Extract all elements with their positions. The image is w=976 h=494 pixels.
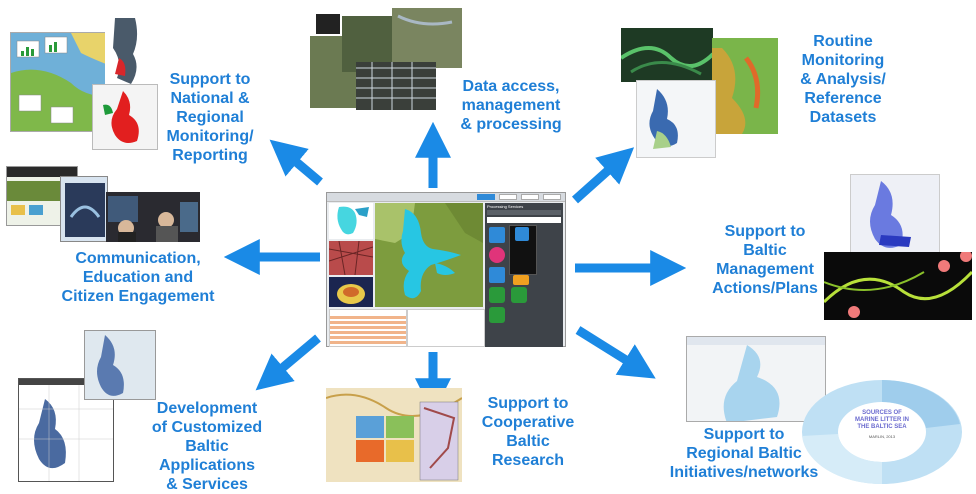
- label-data: Data access, management & processing: [460, 78, 562, 133]
- hub-icon-calculator[interactable]: [489, 227, 505, 243]
- arrow-to-development: [255, 334, 321, 391]
- regional-map-baltic: [686, 336, 826, 422]
- hub-icon-bus-pink[interactable]: [489, 247, 505, 263]
- hub-thumb-sphere[interactable]: [329, 277, 373, 307]
- hub-thumb-map-2[interactable]: [328, 240, 374, 276]
- label-management: Support to Baltic Management Actions/Pla…: [712, 223, 818, 297]
- regional-litter-donut: SOURCES OF MARINE LITTER IN THE BALTIC S…: [790, 376, 966, 488]
- regional-litter-title: SOURCES OF MARINE LITTER IN THE BALTIC S…: [855, 410, 909, 430]
- hub-thumb-map-1[interactable]: [329, 203, 373, 239]
- label-cooperative: Support to Cooperative Baltic Research: [481, 395, 575, 469]
- hub-icon-box[interactable]: [489, 267, 505, 283]
- hub-main-map[interactable]: [375, 203, 483, 307]
- arrow-to-routine: [572, 147, 635, 204]
- arrow-to-regional: [575, 326, 656, 379]
- hub-topbar-button[interactable]: [477, 194, 495, 200]
- national-map-red-regions: [105, 18, 160, 88]
- hub-data-table: [329, 309, 407, 347]
- hub-topbar: [327, 193, 565, 202]
- label-development: Development of Customized Baltic Applica…: [151, 400, 263, 493]
- label-national: Support to National & Regional Monitorin…: [166, 71, 254, 164]
- hub-panel-search[interactable]: [487, 217, 561, 223]
- hub-icon-bus-orange[interactable]: [513, 275, 529, 285]
- national-map-baltic-red: [92, 84, 158, 150]
- hub-processing-panel: Processing Services: [485, 203, 563, 347]
- comm-image-tv-studio: [106, 192, 200, 242]
- comm-image-tablet: [60, 176, 108, 242]
- hub-icon-bus-green-3[interactable]: [489, 307, 505, 323]
- hub-icon-signal[interactable]: [515, 227, 529, 241]
- research-map-collage: [326, 388, 462, 482]
- hub-panel-title: Processing Services: [487, 204, 524, 209]
- data-satellite-mosaic: [302, 8, 466, 112]
- hub-topbar-button[interactable]: [499, 194, 517, 200]
- management-map-blue: [850, 174, 940, 254]
- national-map-charts: [10, 32, 130, 132]
- hub-topbar-button[interactable]: [521, 194, 539, 200]
- hub-panel-tabs[interactable]: [487, 210, 561, 215]
- label-regional: Support to Regional Baltic Initiatives/n…: [669, 426, 819, 481]
- routine-image-baltic-grid: [636, 80, 716, 158]
- hub-icon-bus-green-2[interactable]: [511, 287, 527, 303]
- regional-litter-subtitle: MARLIN, 2013: [868, 434, 896, 439]
- routine-image-algae: [621, 28, 713, 82]
- arrow-to-national: [269, 139, 323, 186]
- label-routine: Routine Monitoring & Analysis/ Reference…: [800, 33, 886, 126]
- management-map-shipping: [824, 252, 972, 320]
- hub-portal-screenshot: Processing Services: [326, 192, 566, 347]
- hub-chart-area: [407, 309, 485, 347]
- label-communication: Communication, Education and Citizen Eng…: [61, 250, 215, 305]
- hub-icon-bus-green[interactable]: [489, 287, 505, 303]
- dev-map-overview: [84, 330, 156, 400]
- hub-topbar-button[interactable]: [543, 194, 561, 200]
- routine-image-heatmap: [712, 38, 778, 134]
